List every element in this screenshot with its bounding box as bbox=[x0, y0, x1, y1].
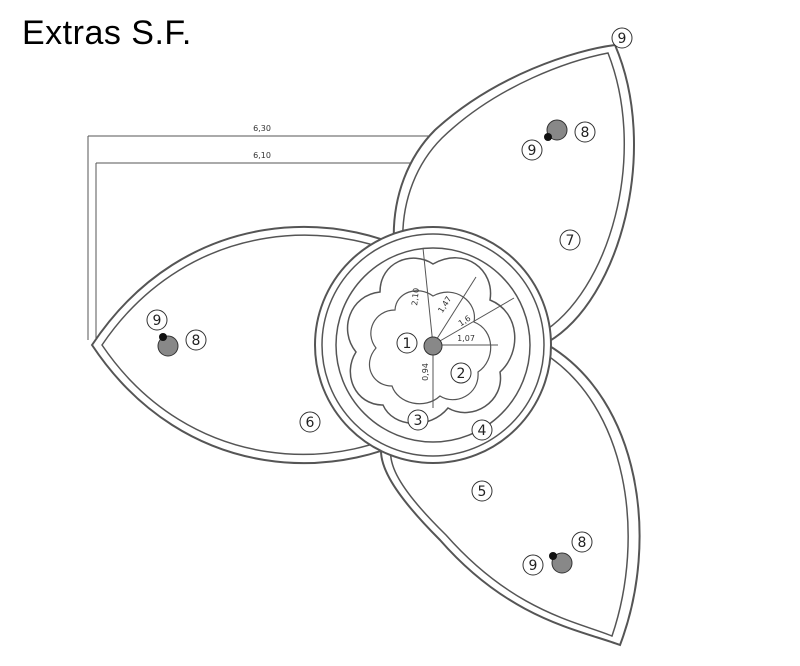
zone-label-9-bottom: 9 bbox=[529, 558, 538, 574]
zone-label-2: 2 bbox=[457, 366, 466, 382]
zone-label-5: 5 bbox=[478, 484, 487, 500]
zone-label-6: 6 bbox=[306, 415, 315, 431]
zone-label-8-bottom: 8 bbox=[578, 535, 587, 551]
zone-label-9-top: 9 bbox=[528, 143, 537, 159]
dim-label-r-d: 0,94 bbox=[421, 363, 430, 381]
dim-label-r-c: 1,07 bbox=[457, 334, 475, 343]
dim-label-overall-inner: 6,10 bbox=[253, 151, 271, 160]
dim-label-r-outer: 2,10 bbox=[410, 287, 421, 306]
center-feature-icon bbox=[423, 336, 443, 356]
page-title: Extras S.F. bbox=[22, 14, 192, 52]
zone-label-3: 3 bbox=[414, 413, 423, 429]
zone-label-9-left: 9 bbox=[153, 313, 162, 329]
zone-label-9-tip: 9 bbox=[618, 31, 627, 47]
radius-lines bbox=[422, 247, 515, 408]
zone-label-8-left: 8 bbox=[192, 333, 201, 349]
zone-label-7: 7 bbox=[566, 233, 575, 249]
jet-marker-top bbox=[544, 119, 568, 141]
zone-label-1: 1 bbox=[403, 336, 412, 352]
zone-label-4: 4 bbox=[478, 423, 487, 439]
zone-label-8-top: 8 bbox=[581, 125, 590, 141]
jet-marker-left bbox=[157, 333, 179, 357]
jet-marker-bottom bbox=[549, 552, 573, 574]
dim-label-overall-outer: 6,30 bbox=[253, 124, 271, 133]
